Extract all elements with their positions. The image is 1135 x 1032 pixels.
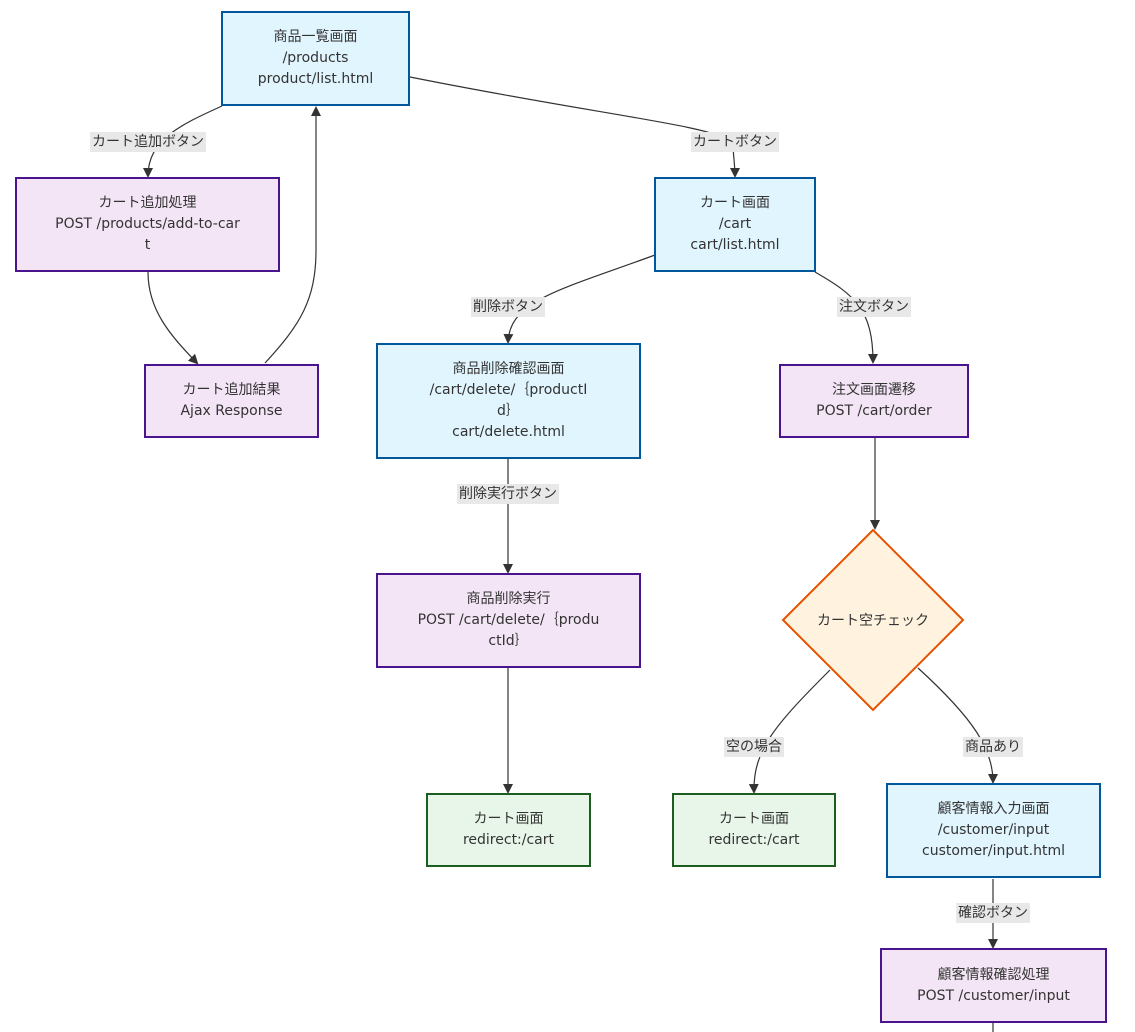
- node-redirect-cart-1: カート画面 redirect:/cart: [426, 793, 591, 867]
- edge-list-to-cart: [409, 76, 740, 178]
- edge-label-confirm-button: 確認ボタン: [956, 903, 1030, 923]
- node-redirect-cart-2: カート画面 redirect:/cart: [672, 793, 836, 867]
- edge-cart-to-order: [814, 271, 878, 364]
- node-cart-add-process: カート追加処理 POST /products/add-to-car t: [15, 177, 280, 272]
- node-delete-confirm: 商品削除確認画面 /cart/delete/｛productI d｝ cart/…: [376, 343, 641, 459]
- node-customer-confirm: 顧客情報確認処理 POST /customer/input: [880, 948, 1107, 1023]
- node-cart-screen: カート画面 /cart cart/list.html: [654, 177, 816, 272]
- edge-label-delete-button: 削除ボタン: [471, 297, 545, 317]
- node-customer-input: 顧客情報入力画面 /customer/input customer/input.…: [886, 783, 1101, 878]
- edge-label-cart-add-button: カート追加ボタン: [90, 132, 206, 152]
- edge-label-delete-execute-button: 削除実行ボタン: [457, 484, 559, 504]
- edge-label-order-button: 注文ボタン: [837, 297, 911, 317]
- node-delete-execute: 商品削除実行 POST /cart/delete/｛produ ctId｝: [376, 573, 641, 668]
- edge-result-to-list: [264, 106, 321, 364]
- decision-diamond-shape: [781, 528, 965, 712]
- edge-label-empty-case: 空の場合: [724, 737, 784, 757]
- edge-label-has-items: 商品あり: [963, 737, 1023, 757]
- node-order-transition: 注文画面遷移 POST /cart/order: [779, 364, 969, 438]
- edge-check-to-customer-input: [917, 667, 998, 784]
- edge-cart-add-to-result: [147, 271, 199, 365]
- edge-cart-to-delete-confirm: [503, 254, 656, 344]
- edge-check-to-redirect: [748, 669, 831, 794]
- decision-label: カート空チェック: [817, 613, 929, 629]
- node-cart-add-result: カート追加結果 Ajax Response: [144, 364, 319, 438]
- node-cart-empty-check: カート空チェック: [781, 528, 965, 712]
- node-product-list: 商品一覧画面 /products product/list.html: [221, 11, 410, 106]
- edge-label-cart-button: カートボタン: [691, 132, 779, 152]
